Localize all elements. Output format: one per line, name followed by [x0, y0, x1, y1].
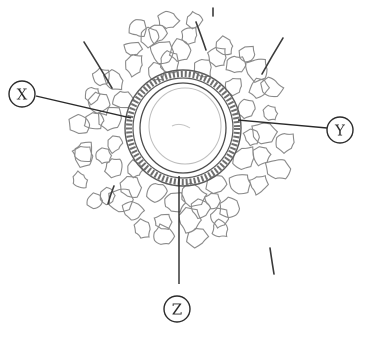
follicle-cell — [226, 56, 246, 72]
follicle-cell — [225, 79, 241, 96]
follicle-cell — [129, 20, 146, 37]
follicle-cell — [87, 193, 103, 209]
follicle-cell — [182, 28, 197, 45]
follicle-cell — [147, 184, 168, 203]
follicle-cell — [158, 11, 180, 28]
follicle-cell — [179, 208, 201, 234]
follicle-cell — [134, 219, 150, 238]
follicle-cell — [154, 214, 172, 229]
follicle-cell — [165, 193, 186, 212]
follicle-cell — [113, 91, 134, 107]
follicle-cell — [126, 55, 143, 77]
follicle-cell — [108, 136, 123, 154]
follicle-cell — [263, 105, 278, 120]
follicle-cell — [206, 176, 227, 194]
follicle-cell — [243, 129, 259, 145]
follicle-cell — [239, 46, 255, 62]
stroke-bottom-right — [270, 248, 274, 274]
leader-line-x — [36, 96, 131, 118]
follicle-cell — [75, 142, 92, 161]
follicle-cell — [96, 148, 112, 164]
stroke-top-right — [262, 38, 283, 74]
label-z: Z — [172, 301, 182, 319]
follicle-cell — [261, 77, 284, 96]
label-y-group: Y — [327, 117, 353, 143]
follicle-cell — [276, 134, 294, 154]
stroke-top-left — [84, 42, 112, 88]
stroke-top-center — [196, 22, 206, 50]
leader-line-y — [238, 120, 327, 128]
label-x-group: X — [9, 81, 35, 107]
label-x: X — [17, 86, 28, 104]
follicle-cell — [220, 197, 240, 217]
follicle-cell — [154, 224, 175, 244]
follicle-cell — [212, 219, 228, 237]
follicle-cell — [265, 160, 290, 179]
label-y: Y — [334, 122, 346, 140]
label-z-group: Z — [164, 296, 190, 322]
follicle-cell — [186, 12, 202, 29]
follicle-cell — [205, 194, 221, 209]
follicle-cell — [250, 176, 269, 195]
ovum-cell — [140, 83, 226, 173]
follicle-cell — [187, 228, 209, 248]
follicle-cell — [73, 171, 87, 188]
follicle-cell — [124, 42, 143, 55]
follicle-cell — [253, 147, 271, 166]
follicle-cell — [93, 68, 110, 85]
follicle-cell — [252, 123, 278, 144]
follicle-cell — [85, 88, 100, 105]
follicle-cell — [229, 175, 250, 194]
follicle-cell — [69, 115, 90, 134]
